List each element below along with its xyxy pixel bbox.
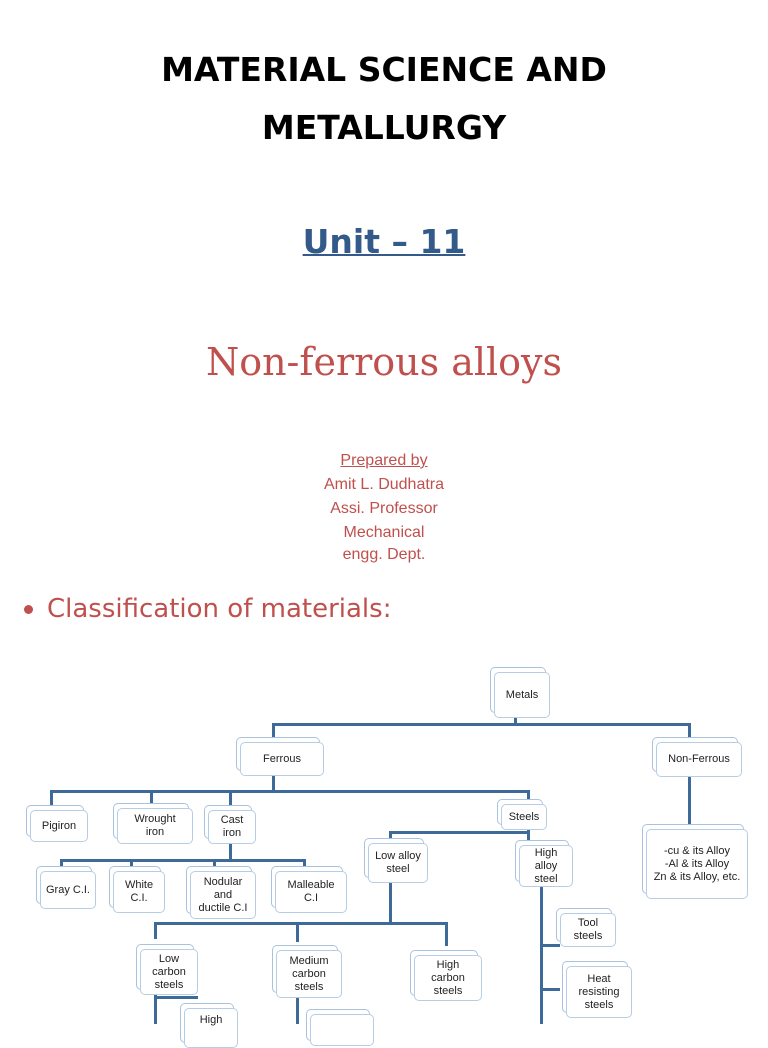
low-alloy-steel-box: Low alloy steel: [368, 843, 428, 883]
bullet-dot: [24, 604, 33, 614]
non-ferrous-label: Non-Ferrous: [668, 753, 730, 765]
steels-label: Steels: [508, 810, 540, 823]
connector: [688, 723, 691, 742]
gray-ci-box: Gray C.I.: [40, 871, 96, 909]
connector: [50, 790, 53, 810]
connector: [296, 996, 299, 1024]
connector: [272, 774, 275, 791]
partial-box: [310, 1014, 374, 1046]
metals-box: Metals: [494, 672, 550, 718]
tool-steels-label: Tool steels: [573, 917, 603, 942]
steels-box: Steels: [501, 804, 547, 830]
white-ci-box: White C.I.: [113, 871, 165, 913]
non-ferrous-box: Non-Ferrous: [656, 742, 742, 777]
connector: [60, 859, 63, 871]
connector: [154, 922, 448, 925]
connector: [389, 831, 530, 834]
connector: [540, 988, 560, 991]
author-name: Amit L. Dudhatra: [323, 476, 445, 493]
connector: [445, 922, 448, 946]
ferrous-label: Ferrous: [263, 752, 301, 765]
malleable-ci-box: Malleable C.I: [275, 871, 347, 913]
low-carbon-steels-label: Low carbon steels: [152, 952, 186, 991]
ferrous-box: Ferrous: [240, 742, 324, 776]
gray-ci-label: Gray C.I.: [45, 883, 90, 896]
malleable-ci-label: Malleable C.I: [287, 879, 335, 904]
connector: [154, 922, 157, 939]
connector: [296, 922, 299, 942]
connector: [527, 831, 530, 845]
white-ci-label: White C.I.: [124, 879, 154, 904]
heat-resisting-steels-label: Heat resisting steels: [578, 972, 620, 1011]
high-carbon-steels-label: High carbon steels: [431, 958, 465, 997]
high-alloy-steel-label: High alloy steel: [534, 846, 558, 885]
cast-iron-label: Cast iron: [220, 814, 244, 839]
connector: [154, 993, 157, 1024]
connector: [514, 716, 517, 725]
author-dept-line-2: engg. Dept.: [342, 546, 426, 563]
author-dept-line-1: Mechanical: [343, 524, 425, 541]
tool-steels-box: Tool steels: [560, 913, 616, 947]
author-role: Assi. Professor: [330, 500, 438, 517]
connector: [540, 944, 560, 947]
pig-iron-label: Pigiron: [41, 819, 77, 832]
high-carbon-steels-box: High carbon steels: [414, 955, 482, 1001]
wrought-iron-box: Wrought iron: [117, 808, 193, 844]
connector: [130, 859, 133, 871]
medium-carbon-steels-label: Medium carbon steels: [289, 954, 329, 993]
low-alloy-steel-label: Low alloy steel: [375, 850, 421, 875]
connector: [688, 775, 691, 829]
connector: [389, 881, 392, 924]
connector: [527, 790, 530, 804]
non-ferrous-list-label: -cu & its Alloy -Al & its Alloy Zn & its…: [653, 844, 741, 883]
connector: [272, 723, 691, 726]
connector: [213, 859, 216, 871]
connector: [272, 723, 275, 742]
wrought-iron-label: Wrought iron: [134, 813, 176, 838]
bullet-item: Classification of materials:: [24, 594, 391, 624]
low-carbon-steels-box: Low carbon steels: [140, 949, 198, 995]
connector: [60, 859, 306, 862]
metals-label: Metals: [505, 688, 539, 701]
connector: [229, 790, 232, 810]
title-line-2: METALLURGY: [261, 108, 507, 147]
bullet-text: Classification of materials:: [47, 594, 392, 624]
connector: [150, 790, 153, 808]
pig-iron-box: Pigiron: [30, 810, 88, 842]
medium-carbon-steels-box: Medium carbon steels: [276, 950, 342, 998]
title-line-1: MATERIAL SCIENCE AND: [161, 50, 607, 89]
connector: [229, 842, 232, 861]
cast-iron-box: Cast iron: [208, 810, 256, 844]
connector: [50, 790, 530, 793]
connector: [154, 996, 198, 999]
connector: [303, 859, 306, 871]
nodular-ci-box: Nodular and ductile C.I: [190, 871, 256, 919]
high-steels-box-partial: High: [184, 1008, 238, 1048]
connector: [540, 885, 543, 1024]
nodular-ci-label: Nodular and ductile C.I: [198, 875, 248, 914]
high-alloy-steel-box: High alloy steel: [519, 845, 573, 887]
connector: [389, 831, 392, 843]
unit-heading[interactable]: Unit – 11: [302, 222, 466, 261]
non-ferrous-list-box: -cu & its Alloy -Al & its Alloy Zn & its…: [646, 829, 748, 899]
subtitle: Non-ferrous alloys: [205, 340, 563, 384]
high-partial-label: High: [199, 1014, 223, 1026]
heat-resisting-steels-box: Heat resisting steels: [566, 966, 632, 1018]
prepared-by-heading: Prepared by: [340, 452, 428, 469]
